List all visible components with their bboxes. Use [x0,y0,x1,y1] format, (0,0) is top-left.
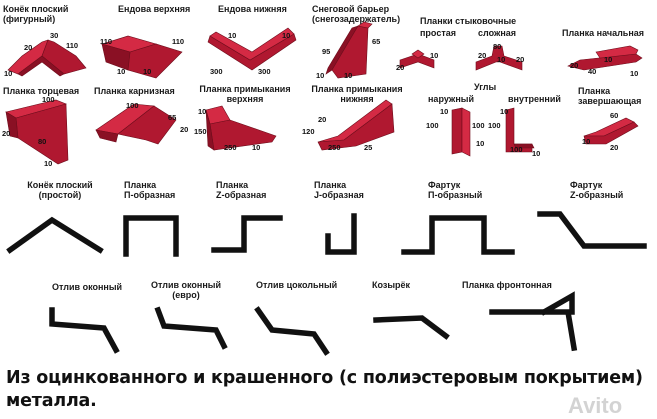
product-image [95,103,177,145]
product-image [205,105,277,151]
product-label: Конёк плоский (фигурный) [3,4,69,24]
product-label: Планка торцевая [3,86,80,96]
product-image [100,35,183,79]
profile-label: Планка J-образная [314,180,364,200]
profile-label: Фартук Z-образный [570,180,624,200]
product-label: Планка начальная [562,28,645,38]
profile-kozyrek-shape [373,315,450,340]
profile-label: Фартук П-образный [428,180,483,200]
profile-otliv-okonny-shape [49,307,120,354]
product-image [567,45,643,71]
product-sublabel: сложная [478,28,517,38]
profile-fartuk-p-shape [401,215,515,255]
product-label: Планка завершающая [578,86,642,106]
profile-label: Планка П-образная [124,180,176,200]
product-label: Планка примыкания нижняя [311,84,403,104]
profile-frontonnaya-shape [489,291,578,352]
profile-label: Планка фронтонная [462,280,552,290]
profile-konek-shape [6,216,104,254]
profile-j-shape [325,213,357,255]
profile-p-shape [123,215,179,257]
product-image [325,21,373,79]
product-sublabel: наружный [428,94,474,104]
product-sublabel: внутренний [508,94,561,104]
profile-otliv-evro-shape [154,306,228,350]
profile-label: Отлив оконный (евро) [150,280,222,300]
profile-fartuk-z-shape [537,211,647,249]
profile-label: Отлив оконный [52,282,123,292]
product-image-naruzhny [451,107,471,157]
product-image [583,117,639,145]
product-label: Ендова верхняя [118,4,191,14]
product-image [317,99,395,151]
profile-label: Конёк плоский (простой) [27,180,93,200]
profile-label: Планка Z-образная [216,180,267,200]
product-sublabel: простая [420,28,456,38]
profile-z-shape [211,215,283,253]
product-label: Планка примыкания верхняя [199,84,291,104]
profile-otliv-tsokolny-shape [254,306,330,356]
profile-label: Отлив цокольный [256,280,338,290]
product-label: Планки стыковочные [420,16,517,26]
profile-label: Козырёк [372,280,411,290]
product-image-slozhnaya [475,45,523,71]
product-label: Планка карнизная [94,86,175,96]
product-image [5,99,69,165]
product-label: Углы [474,82,497,92]
avito-watermark: Avito [568,393,623,418]
product-image [7,39,87,77]
product-image-prostaya [399,49,435,69]
product-label: Ендова нижняя [218,4,287,14]
product-image-vnutrenny [505,107,535,153]
product-image [207,27,297,71]
footer-caption: Из оцинкованного и крашенного (с полиэст… [6,368,643,411]
product-label: Снеговой барьер (снегозадержатель) [312,4,401,24]
